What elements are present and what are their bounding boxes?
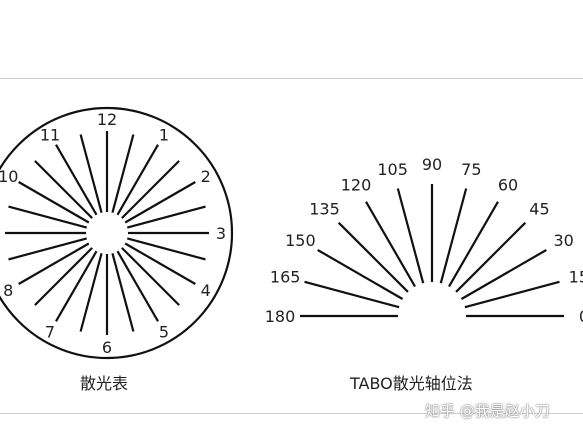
clock-ray	[124, 242, 196, 285]
tabo-angle-label-180: 180	[265, 307, 296, 326]
clock-ray	[55, 144, 98, 216]
clock-ray	[55, 250, 98, 322]
tabo-angle-label-60: 60	[498, 175, 518, 194]
tabo-angle-label-120: 120	[341, 175, 372, 194]
tabo-caption: TABO散光轴位法	[350, 374, 473, 393]
bottom-divider	[0, 413, 583, 414]
tabo-angle-label-30: 30	[553, 231, 573, 250]
tabo-ray	[455, 221, 527, 293]
clock-ray	[8, 237, 88, 261]
tabo-ray	[317, 249, 404, 300]
tabo-angle-label-135: 135	[309, 200, 340, 219]
clock-hour-label-3: 3	[216, 224, 226, 243]
clock-outer-circle	[0, 106, 234, 360]
clock-ray	[126, 237, 206, 261]
clock-hour-label-10: 10	[0, 167, 18, 186]
clock-ray	[34, 160, 93, 219]
clock-hour-label-2: 2	[201, 167, 211, 186]
tabo-angle-label-165: 165	[270, 268, 301, 287]
clock-ray	[79, 134, 103, 214]
clock-ray	[121, 247, 180, 306]
clock-ray	[111, 134, 135, 214]
tabo-ray	[304, 280, 400, 309]
tabo-ray	[396, 188, 425, 284]
tabo-angle-label-105: 105	[377, 160, 408, 179]
clock-hour-labels: 121234567891011	[0, 110, 226, 357]
tabo-angle-label-150: 150	[285, 231, 316, 250]
clock-ray	[126, 205, 206, 229]
clock-ray	[79, 252, 103, 332]
tabo-ray	[448, 201, 499, 288]
clock-ray	[34, 247, 93, 306]
tabo-ray	[439, 188, 468, 284]
clock-ray	[121, 160, 180, 219]
tabo-angle-label-15: 15	[569, 268, 583, 287]
clock-ray	[111, 252, 135, 332]
clock-ray	[124, 181, 196, 224]
tabo-ray	[464, 280, 560, 309]
tabo-angle-label-45: 45	[529, 200, 549, 219]
clock-hour-label-8: 8	[3, 281, 13, 300]
clock-hour-label-5: 5	[159, 323, 169, 342]
clock-rays	[5, 131, 209, 335]
clock-caption: 散光表	[80, 374, 129, 393]
tabo-ray	[365, 201, 416, 288]
clock-ray	[116, 144, 159, 216]
tabo-axis-chart: 1801651501351201059075604530150	[265, 155, 583, 326]
clock-ray	[18, 181, 90, 224]
clock-hour-label-7: 7	[45, 323, 55, 342]
watermark-text: 知乎 @我是赵小刀	[425, 402, 550, 420]
clock-hour-label-12: 12	[97, 110, 117, 129]
tabo-ray	[460, 249, 547, 300]
tabo-angle-label-90: 90	[422, 155, 442, 174]
astigmatism-clock-chart: 121234567891011	[0, 106, 234, 360]
clock-hour-label-4: 4	[201, 281, 211, 300]
tabo-rays	[300, 184, 564, 318]
tabo-ray	[337, 221, 409, 293]
clock-hour-label-6: 6	[102, 338, 112, 357]
tabo-angle-label-75: 75	[461, 160, 481, 179]
clock-hour-label-1: 1	[159, 125, 169, 144]
clock-ray	[116, 250, 159, 322]
clock-ray	[18, 242, 90, 285]
clock-hour-label-11: 11	[40, 125, 60, 144]
tabo-angle-labels: 1801651501351201059075604530150	[265, 155, 583, 326]
top-divider	[0, 78, 583, 79]
tabo-angle-label-0: 0	[579, 307, 583, 326]
clock-ray	[8, 205, 88, 229]
